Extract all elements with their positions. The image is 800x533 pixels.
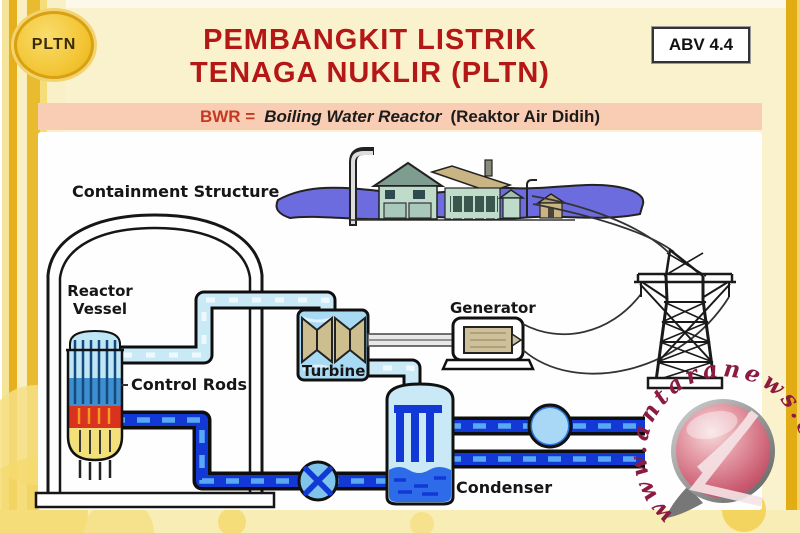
transmission-tower — [634, 247, 736, 390]
title-line-2: TENAGA NUKLIR (PLTN) — [190, 57, 550, 89]
feedwater-pump-icon — [297, 460, 339, 502]
top-strip — [0, 0, 800, 8]
turbine-label: Turbine — [302, 362, 365, 380]
vent-stack-icon — [349, 147, 374, 226]
reactor-vessel-label-1: Reactor — [67, 282, 133, 300]
containment-label: Containment Structure — [72, 182, 279, 201]
cooling-pump-icon — [527, 403, 573, 449]
condenser-label: Condenser — [456, 478, 552, 497]
ref-code-box: ABV 4.4 — [652, 27, 750, 63]
reactor-vessel — [66, 329, 124, 480]
pltn-badge: PLTN — [14, 11, 94, 79]
subtitle-indonesian: (Reaktor Air Didih) — [450, 106, 601, 126]
containment-structure — [34, 213, 276, 509]
subtitle-bar: BWR = Boiling Water Reactor (Reaktor Air… — [38, 103, 762, 130]
subtitle-abbr: BWR = — [199, 106, 256, 126]
generator-label: Generator — [450, 299, 536, 317]
page-title: PEMBANGKIT LISTRIK TENAGA NUKLIR (PLTN) — [100, 24, 640, 90]
title-line-1: PEMBANGKIT LISTRIK — [203, 24, 537, 56]
right-stripe-decoration — [786, 0, 800, 533]
reactor-vessel-label-2: Vessel — [73, 300, 127, 318]
bottom-strip-decoration — [0, 510, 800, 533]
gold-coin-decoration — [410, 512, 434, 533]
pltn-badge-label: PLTN — [31, 36, 77, 53]
ref-code: ABV 4.4 — [668, 35, 734, 54]
generator-icon — [441, 316, 535, 371]
feedwater-pipe — [112, 410, 392, 491]
gold-coin-decoration — [218, 508, 246, 533]
condenser-icon — [385, 382, 455, 506]
subtitle-english: Boiling Water Reactor — [264, 106, 442, 126]
control-rods-label: Control Rods — [131, 375, 247, 394]
turbine-icon — [296, 308, 457, 382]
diagram-labels: Containment Structure Reactor Vessel Con… — [67, 182, 552, 497]
